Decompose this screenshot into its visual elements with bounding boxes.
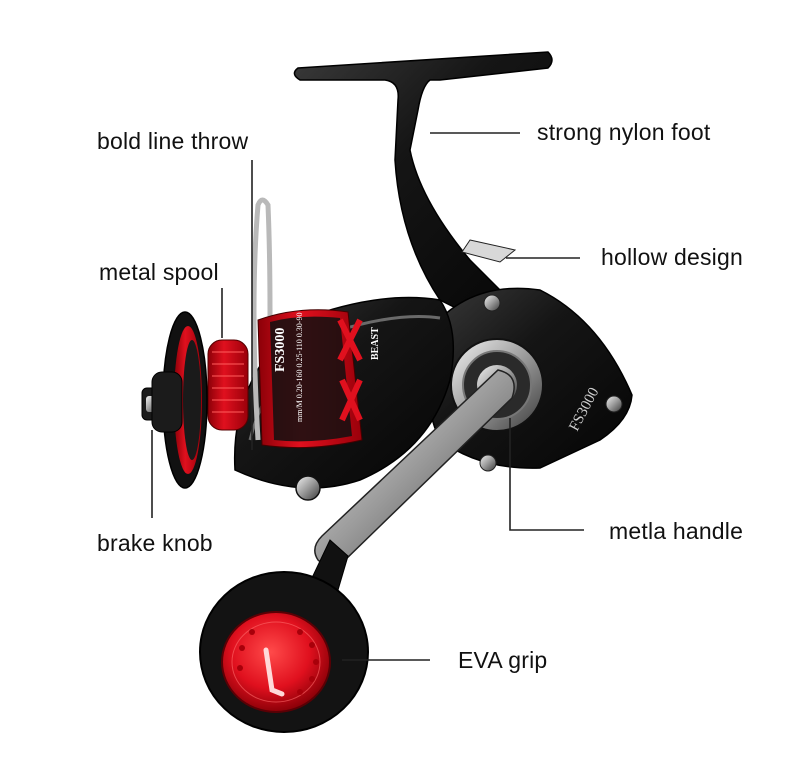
eva-grip [199,571,369,733]
label-metla-handle: metla handle [609,518,744,544]
label-metal-spool: metal spool [99,259,219,285]
reel-foot [293,51,553,321]
label-bold-line-throw: bold line throw [97,128,249,154]
metal-handle [309,369,515,591]
callout-lines [151,132,584,661]
screw-icon [605,395,623,413]
screw-icon [479,454,497,472]
screw-icon [483,294,501,312]
spool-model-text: FS3000 [273,328,288,372]
metal-spool: FS3000 mm/M 0.20-160 0.25-110 0.30-90 BE… [162,309,381,489]
brake-knob [141,371,183,433]
spool-capacity-text: mm/M 0.20-160 0.25-110 0.30-90 [295,313,304,422]
spool-brand-text: BEAST [370,327,381,360]
screw-icon [295,475,321,501]
label-eva-grip: EVA grip [458,647,548,673]
label-hollow-design: hollow design [601,244,743,270]
hollow-slot [461,239,517,263]
leader-metla-handle [509,418,584,531]
label-brake-knob: brake knob [97,530,213,556]
label-strong-nylon-foot: strong nylon foot [537,119,711,145]
